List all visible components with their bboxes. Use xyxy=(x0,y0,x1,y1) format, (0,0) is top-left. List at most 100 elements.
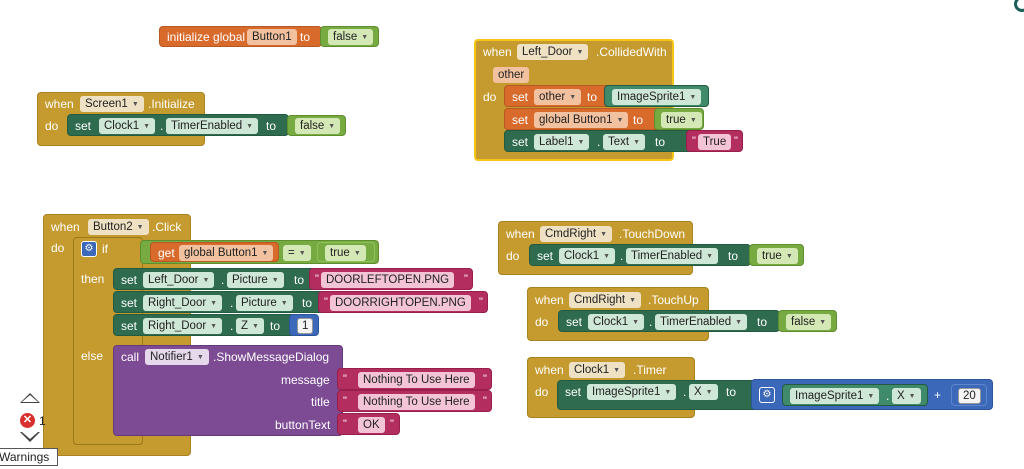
text-property-label: Text xyxy=(608,136,630,148)
global-button1-dropdown[interactable]: global Button1▼ xyxy=(179,245,274,261)
doorrightopen-string-block[interactable]: " DOORRIGHTOPEN.PNG " xyxy=(318,291,488,313)
true-value-block[interactable]: true▼ xyxy=(654,108,704,130)
text-property-dropdown[interactable]: Text▼ xyxy=(603,134,646,150)
compare-operator-dropdown[interactable]: =▼ xyxy=(283,245,311,261)
dropdown-arrow-icon: ▼ xyxy=(689,94,697,101)
title-string-block[interactable]: " Nothing To Use Here " xyxy=(337,390,492,412)
true-string-field[interactable]: True xyxy=(698,134,732,150)
clock1-label: Clock1 xyxy=(564,250,600,262)
cmdright-component-dropdown[interactable]: CmdRight▼ xyxy=(540,226,613,242)
picture-property-dropdown[interactable]: Picture▼ xyxy=(236,295,293,311)
doorleftopen-string-block[interactable]: " DOORLEFTOPEN.PNG " xyxy=(309,268,473,290)
clock1-component-dropdown[interactable]: Clock1▼ xyxy=(569,362,626,378)
gear-mutator-icon[interactable]: ⚙ xyxy=(759,387,775,403)
right-door-component-dropdown[interactable]: Right_Door▼ xyxy=(143,295,223,311)
set-clock1-timerenabled-block[interactable]: set Clock1▼ . TimerEnabled▼ to xyxy=(67,114,289,136)
number-1-block[interactable]: 1 xyxy=(289,314,319,336)
get-label: get xyxy=(158,246,175,260)
true-dropdown[interactable]: true▼ xyxy=(325,245,366,261)
imagesprite1-component-block[interactable]: ImageSprite1▼ xyxy=(604,85,709,107)
arrow-up-icon[interactable] xyxy=(20,393,40,403)
timerenabled-property-dropdown[interactable]: TimerEnabled▼ xyxy=(166,118,259,134)
picture-property-dropdown[interactable]: Picture▼ xyxy=(227,272,284,288)
imagesprite1-component-dropdown[interactable]: ImageSprite1▼ xyxy=(587,384,677,400)
initialize-global-button1-block[interactable]: initialize global Button1 to xyxy=(159,26,322,47)
dropdown-arrow-icon: ▼ xyxy=(629,297,637,304)
label1-component-dropdown[interactable]: Label1▼ xyxy=(534,134,590,150)
warnings-toggle-button[interactable]: Warnings xyxy=(0,448,58,466)
left-door-component-dropdown[interactable]: Left_Door▼ xyxy=(143,272,215,288)
false-dropdown[interactable]: false▼ xyxy=(328,29,374,45)
button2-component-dropdown[interactable]: Button2▼ xyxy=(88,219,149,235)
false-dropdown[interactable]: false▼ xyxy=(295,118,341,134)
dropdown-arrow-icon: ▼ xyxy=(664,389,672,396)
set-imagesprite1-x-block[interactable]: set ImageSprite1▼ . X▼ to xyxy=(557,380,757,410)
ok-string-field[interactable]: OK xyxy=(358,417,385,433)
set-right-door-z-block[interactable]: set Right_Door▼ . Z▼ to xyxy=(113,314,295,336)
set-label: set xyxy=(512,113,529,127)
true-string-block[interactable]: " True " xyxy=(686,130,743,152)
left-door-component-dropdown[interactable]: Left_Door▼ xyxy=(517,44,589,60)
imagesprite1-component-dropdown[interactable]: ImageSprite1▼ xyxy=(790,388,880,404)
false-dropdown[interactable]: false▼ xyxy=(786,314,832,330)
set-other-block[interactable]: set other▼ to xyxy=(504,85,614,107)
cmdright-component-dropdown[interactable]: CmdRight▼ xyxy=(569,292,642,308)
true-value-block[interactable]: true▼ xyxy=(749,244,804,266)
call-notifier1-showmessagedialog-block[interactable]: call Notifier1▼ .ShowMessageDialog messa… xyxy=(113,345,343,436)
gear-mutator-icon[interactable]: ⚙ xyxy=(81,241,97,257)
global-name-field[interactable]: Button1 xyxy=(247,29,297,45)
timerenabled-property-dropdown[interactable]: TimerEnabled▼ xyxy=(626,248,719,264)
clock1-component-dropdown[interactable]: Clock1▼ xyxy=(559,248,616,264)
x-property-dropdown[interactable]: X▼ xyxy=(892,388,921,404)
set-global-button1-block[interactable]: set global Button1▼ to xyxy=(504,108,664,130)
dropdown-arrow-icon: ▼ xyxy=(353,250,361,257)
number-20-block[interactable]: 20 xyxy=(951,384,987,406)
false-value-block[interactable]: false▼ xyxy=(778,310,837,332)
label1-label: Label1 xyxy=(539,136,574,148)
right-door-component-dropdown[interactable]: Right_Door▼ xyxy=(143,318,223,334)
false-value-block[interactable]: false▼ xyxy=(287,115,346,136)
clock1-component-dropdown[interactable]: Clock1▼ xyxy=(99,118,156,134)
other-variable-dropdown[interactable]: other▼ xyxy=(534,89,582,105)
message-string-block[interactable]: " Nothing To Use Here " xyxy=(337,368,492,390)
other-parameter[interactable]: other xyxy=(493,67,530,83)
get-imagesprite1-x-block[interactable]: ImageSprite1▼ . X▼ xyxy=(782,384,928,406)
dropdown-arrow-icon: ▼ xyxy=(252,323,259,330)
get-global-button1-block[interactable]: get global Button1▼ xyxy=(150,242,279,262)
notifier1-component-dropdown[interactable]: Notifier1▼ xyxy=(145,349,209,365)
top-right-control[interactable] xyxy=(1014,0,1024,12)
set-right-door-picture-block[interactable]: set Right_Door▼ . Picture▼ to xyxy=(113,291,325,313)
clock1-component-dropdown[interactable]: Clock1▼ xyxy=(588,314,645,330)
when-label: when xyxy=(506,227,535,241)
x-property-dropdown[interactable]: X▼ xyxy=(689,384,718,400)
false-value-block[interactable]: false▼ xyxy=(320,26,379,47)
ok-string-block[interactable]: " OK " xyxy=(337,413,400,435)
true-value-block[interactable]: true▼ xyxy=(317,242,375,262)
dropdown-arrow-icon: ▼ xyxy=(328,123,336,130)
true-label: true xyxy=(762,250,782,262)
set-label1-text-block[interactable]: set Label1▼ . Text▼ to xyxy=(504,130,696,152)
imagesprite1-dropdown[interactable]: ImageSprite1▼ xyxy=(612,89,702,105)
true-dropdown[interactable]: true▼ xyxy=(661,112,702,128)
set-left-door-picture-block[interactable]: set Left_Door▼ . Picture▼ to xyxy=(113,268,315,290)
set-clock1-timerenabled-block[interactable]: set Clock1▼ . TimerEnabled▼ to xyxy=(529,244,751,266)
z-property-dropdown[interactable]: Z▼ xyxy=(236,318,264,334)
dropdown-arrow-icon: ▼ xyxy=(785,253,793,260)
arrow-down-icon[interactable] xyxy=(20,432,40,442)
doorleftopen-string-field[interactable]: DOORLEFTOPEN.PNG xyxy=(321,272,455,288)
true-dropdown[interactable]: true▼ xyxy=(757,248,798,264)
doorrightopen-string-field[interactable]: DOORRIGHTOPEN.PNG xyxy=(330,295,471,311)
clock1-label: Clock1 xyxy=(574,364,610,376)
open-quote-icon: " xyxy=(324,296,328,308)
set-clock1-timerenabled-block[interactable]: set Clock1▼ . TimerEnabled▼ to xyxy=(558,310,780,332)
error-icon[interactable]: ✕ xyxy=(20,413,35,428)
number-1-field[interactable]: 1 xyxy=(297,318,314,334)
message-string-field[interactable]: Nothing To Use Here xyxy=(358,372,475,388)
timerenabled-property-dropdown[interactable]: TimerEnabled▼ xyxy=(655,314,748,330)
open-quote-icon: " xyxy=(343,373,347,385)
number-20-field[interactable]: 20 xyxy=(958,388,981,404)
to-label: to xyxy=(300,30,311,44)
title-string-field[interactable]: Nothing To Use Here xyxy=(358,394,475,410)
global-button1-dropdown[interactable]: global Button1▼ xyxy=(534,112,629,128)
screen1-component-dropdown[interactable]: Screen1▼ xyxy=(80,96,144,112)
